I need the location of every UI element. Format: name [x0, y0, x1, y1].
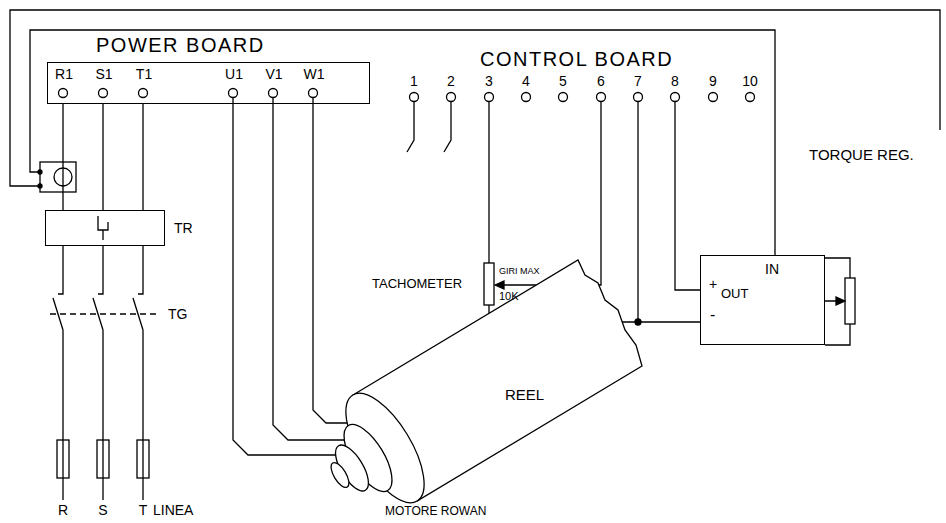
- pin-number: 3: [485, 73, 493, 89]
- motor-shaft: [328, 460, 353, 490]
- junction-dot: [635, 319, 641, 325]
- value-label: 10K: [499, 290, 519, 303]
- terminal-group: [59, 89, 755, 102]
- terminal-label: W1: [304, 66, 325, 82]
- terminal-circle: [269, 89, 278, 98]
- line-wire: [62, 162, 63, 192]
- switch-label: TG: [168, 306, 187, 322]
- thermal-relay: TR: [45, 210, 165, 246]
- signal-label: TACHOMETER: [372, 277, 462, 292]
- board-title: CONTROL BOARD: [480, 48, 673, 71]
- terminal-label: V1: [265, 66, 282, 82]
- terminal-circle: [410, 93, 419, 102]
- terminal-circle: [597, 93, 606, 102]
- terminal-circle: [229, 89, 238, 98]
- terminal-circle: [559, 93, 568, 102]
- polarity-sign: +: [709, 276, 717, 292]
- current-sensor: [40, 162, 76, 192]
- output-label: OUT: [721, 287, 748, 302]
- terminal-circle: [99, 89, 108, 98]
- torque-regulator: TORQUE REG.IN+OUT-: [700, 255, 825, 345]
- pin-number: 9: [709, 73, 717, 89]
- pin-number: 5: [559, 73, 567, 89]
- terminal-circle: [139, 89, 148, 98]
- line-wire: [142, 104, 143, 210]
- fuse-element: [63, 440, 143, 478]
- wiper-arrow: [836, 297, 845, 305]
- terminal-circle: [671, 93, 680, 102]
- pin-number: 2: [447, 73, 455, 89]
- sensor-terminal: [38, 170, 42, 174]
- phase-label: R: [58, 502, 68, 518]
- part-label: REEL: [505, 386, 544, 403]
- phase-label: T: [139, 502, 148, 518]
- input-label: IN: [765, 261, 779, 277]
- terminal-label: R1: [55, 66, 73, 82]
- pot-label: GIRI MAX: [499, 266, 540, 276]
- regulator-title: TORQUE REG.: [809, 146, 914, 163]
- control-wire: [637, 102, 638, 323]
- tacho-wire: [407, 102, 451, 153]
- pin-number: 10: [742, 73, 758, 89]
- terminal-circle: [522, 93, 531, 102]
- resistor-symbol: [484, 263, 494, 305]
- wiper-wire: [502, 102, 601, 286]
- relay-label: TR: [174, 220, 193, 236]
- wiper-arrow: [495, 281, 504, 289]
- polarity-sign: -: [710, 306, 715, 324]
- board-title: POWER BOARD: [96, 34, 265, 57]
- terminal-label: S1: [95, 66, 112, 82]
- relay-symbol: [98, 216, 108, 240]
- motor-wire: [273, 98, 365, 440]
- switch-link: [50, 313, 158, 314]
- terminal-circle: [309, 89, 318, 98]
- signal-wire: [30, 30, 775, 255]
- control-wire: [675, 102, 700, 291]
- pin-number: 7: [634, 73, 642, 89]
- line-label: LINEA: [153, 502, 193, 518]
- signal-wire: [10, 10, 940, 186]
- pin-number: 8: [671, 73, 679, 89]
- terminal-circle: [447, 93, 456, 102]
- power-board: POWER BOARDR1S1T1U1V1W1: [47, 62, 370, 104]
- terminal-circle: [709, 93, 718, 102]
- sensor-terminal: [38, 184, 42, 188]
- terminal-circle: [746, 93, 755, 102]
- terminal-circle: [59, 89, 68, 98]
- line-wire: [102, 104, 103, 210]
- pin-number: 4: [522, 73, 530, 89]
- terminal-label: T1: [136, 66, 152, 82]
- terminal-circle: [485, 93, 494, 102]
- pin-number: 6: [597, 73, 605, 89]
- part-label: MOTORE ROWAN: [385, 505, 486, 519]
- terminal-circle: [634, 93, 643, 102]
- wire-group: [10, 10, 940, 500]
- motor-wire: [313, 98, 365, 423]
- motor-wire: [233, 98, 365, 455]
- pin-number: 1: [410, 73, 418, 89]
- phase-label: S: [98, 502, 107, 518]
- line-wire: [62, 104, 63, 210]
- terminal-label: U1: [225, 66, 243, 82]
